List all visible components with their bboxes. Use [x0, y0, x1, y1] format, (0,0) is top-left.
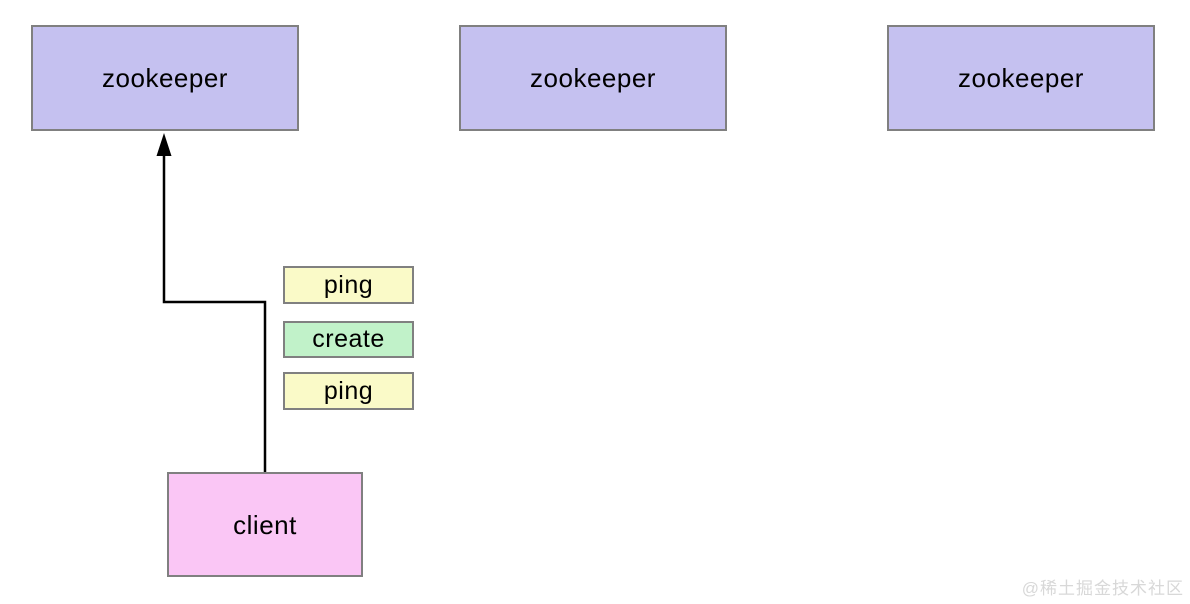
node-client-label: client: [233, 509, 297, 540]
message-ping-2: ping: [283, 372, 414, 410]
node-zookeeper-2-label: zookeeper: [530, 63, 656, 93]
arrow-head-icon: [156, 133, 172, 156]
watermark-text: @稀土掘金技术社区: [1021, 579, 1184, 598]
node-zookeeper-1: zookeeper: [31, 25, 299, 131]
message-ping-2-label: ping: [323, 376, 374, 405]
node-client: client: [167, 472, 363, 577]
message-create: create: [283, 321, 414, 358]
message-create-label: create: [312, 325, 385, 353]
message-ping-1-label: ping: [323, 270, 374, 299]
node-zookeeper-1-label: zookeeper: [102, 63, 228, 93]
node-zookeeper-2: zookeeper: [459, 25, 727, 131]
node-zookeeper-3: zookeeper: [887, 25, 1155, 131]
message-ping-1: ping: [283, 266, 414, 304]
arrow-line: [162, 150, 267, 472]
node-zookeeper-3-label: zookeeper: [958, 63, 1084, 93]
